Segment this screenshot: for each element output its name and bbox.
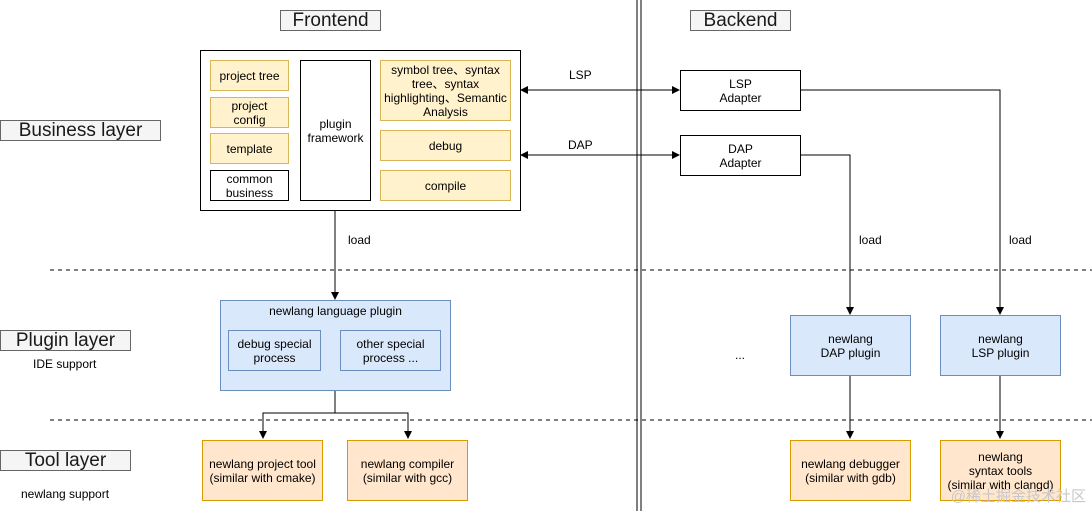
syntax-tools-box: newlang syntax tools (similar with clang… [940, 440, 1061, 501]
compiler-box: newlang compiler (similar with gcc) [347, 440, 468, 501]
template-box: template [210, 133, 289, 164]
project-tool-box: newlang project tool (similar with cmake… [202, 440, 323, 501]
symbol-tree-box: symbol tree、syntax tree、syntax highlight… [380, 60, 511, 121]
frontend-title: Frontend [280, 10, 381, 31]
tool-layer-title: Tool layer [0, 450, 131, 471]
plugin-layer-note: IDE support [33, 357, 97, 371]
lsp-plugin-box: newlang LSP plugin [940, 315, 1061, 376]
dap-adapter-box: DAP Adapter [680, 135, 801, 176]
backend-title: Backend [690, 10, 791, 31]
project-config-box: project config [210, 97, 289, 128]
debugger-box: newlang debugger (similar with gdb) [790, 440, 911, 501]
business-layer-title: Business layer [0, 120, 161, 141]
dap-load-connector [800, 154, 854, 315]
plugin-layer-title: Plugin layer [0, 330, 131, 351]
watermark: @稀土掘金技术社区 [950, 488, 1086, 505]
plugin-to-tools-connector [335, 412, 412, 439]
debug-box: debug [380, 130, 511, 161]
project-tree-box: project tree [210, 60, 289, 91]
plugin-ellipsis: ... [735, 348, 746, 362]
language-plugin-title: newlang language plugin [269, 304, 402, 318]
frontend-load-label: load [348, 233, 371, 247]
dap-load-label: load [859, 233, 882, 247]
compile-box: compile [380, 170, 511, 201]
lsp-connector-label: LSP [569, 68, 592, 82]
plugin-to-tools-connector [259, 390, 336, 439]
dap-plugin-box: newlang DAP plugin [790, 315, 911, 376]
tool-layer-note: newlang support [21, 487, 110, 501]
debug-special-box: debug special process [228, 330, 321, 371]
plugin-framework-box: plugin framework [300, 60, 371, 201]
lsp-adapter-box: LSP Adapter [680, 70, 801, 111]
other-special-box: other special process ... [340, 330, 441, 371]
lsp-load-connector [800, 89, 1004, 315]
dap-connector-label: DAP [568, 138, 593, 152]
common-business-box: common business [210, 170, 289, 201]
lsp-load-label: load [1009, 233, 1032, 247]
